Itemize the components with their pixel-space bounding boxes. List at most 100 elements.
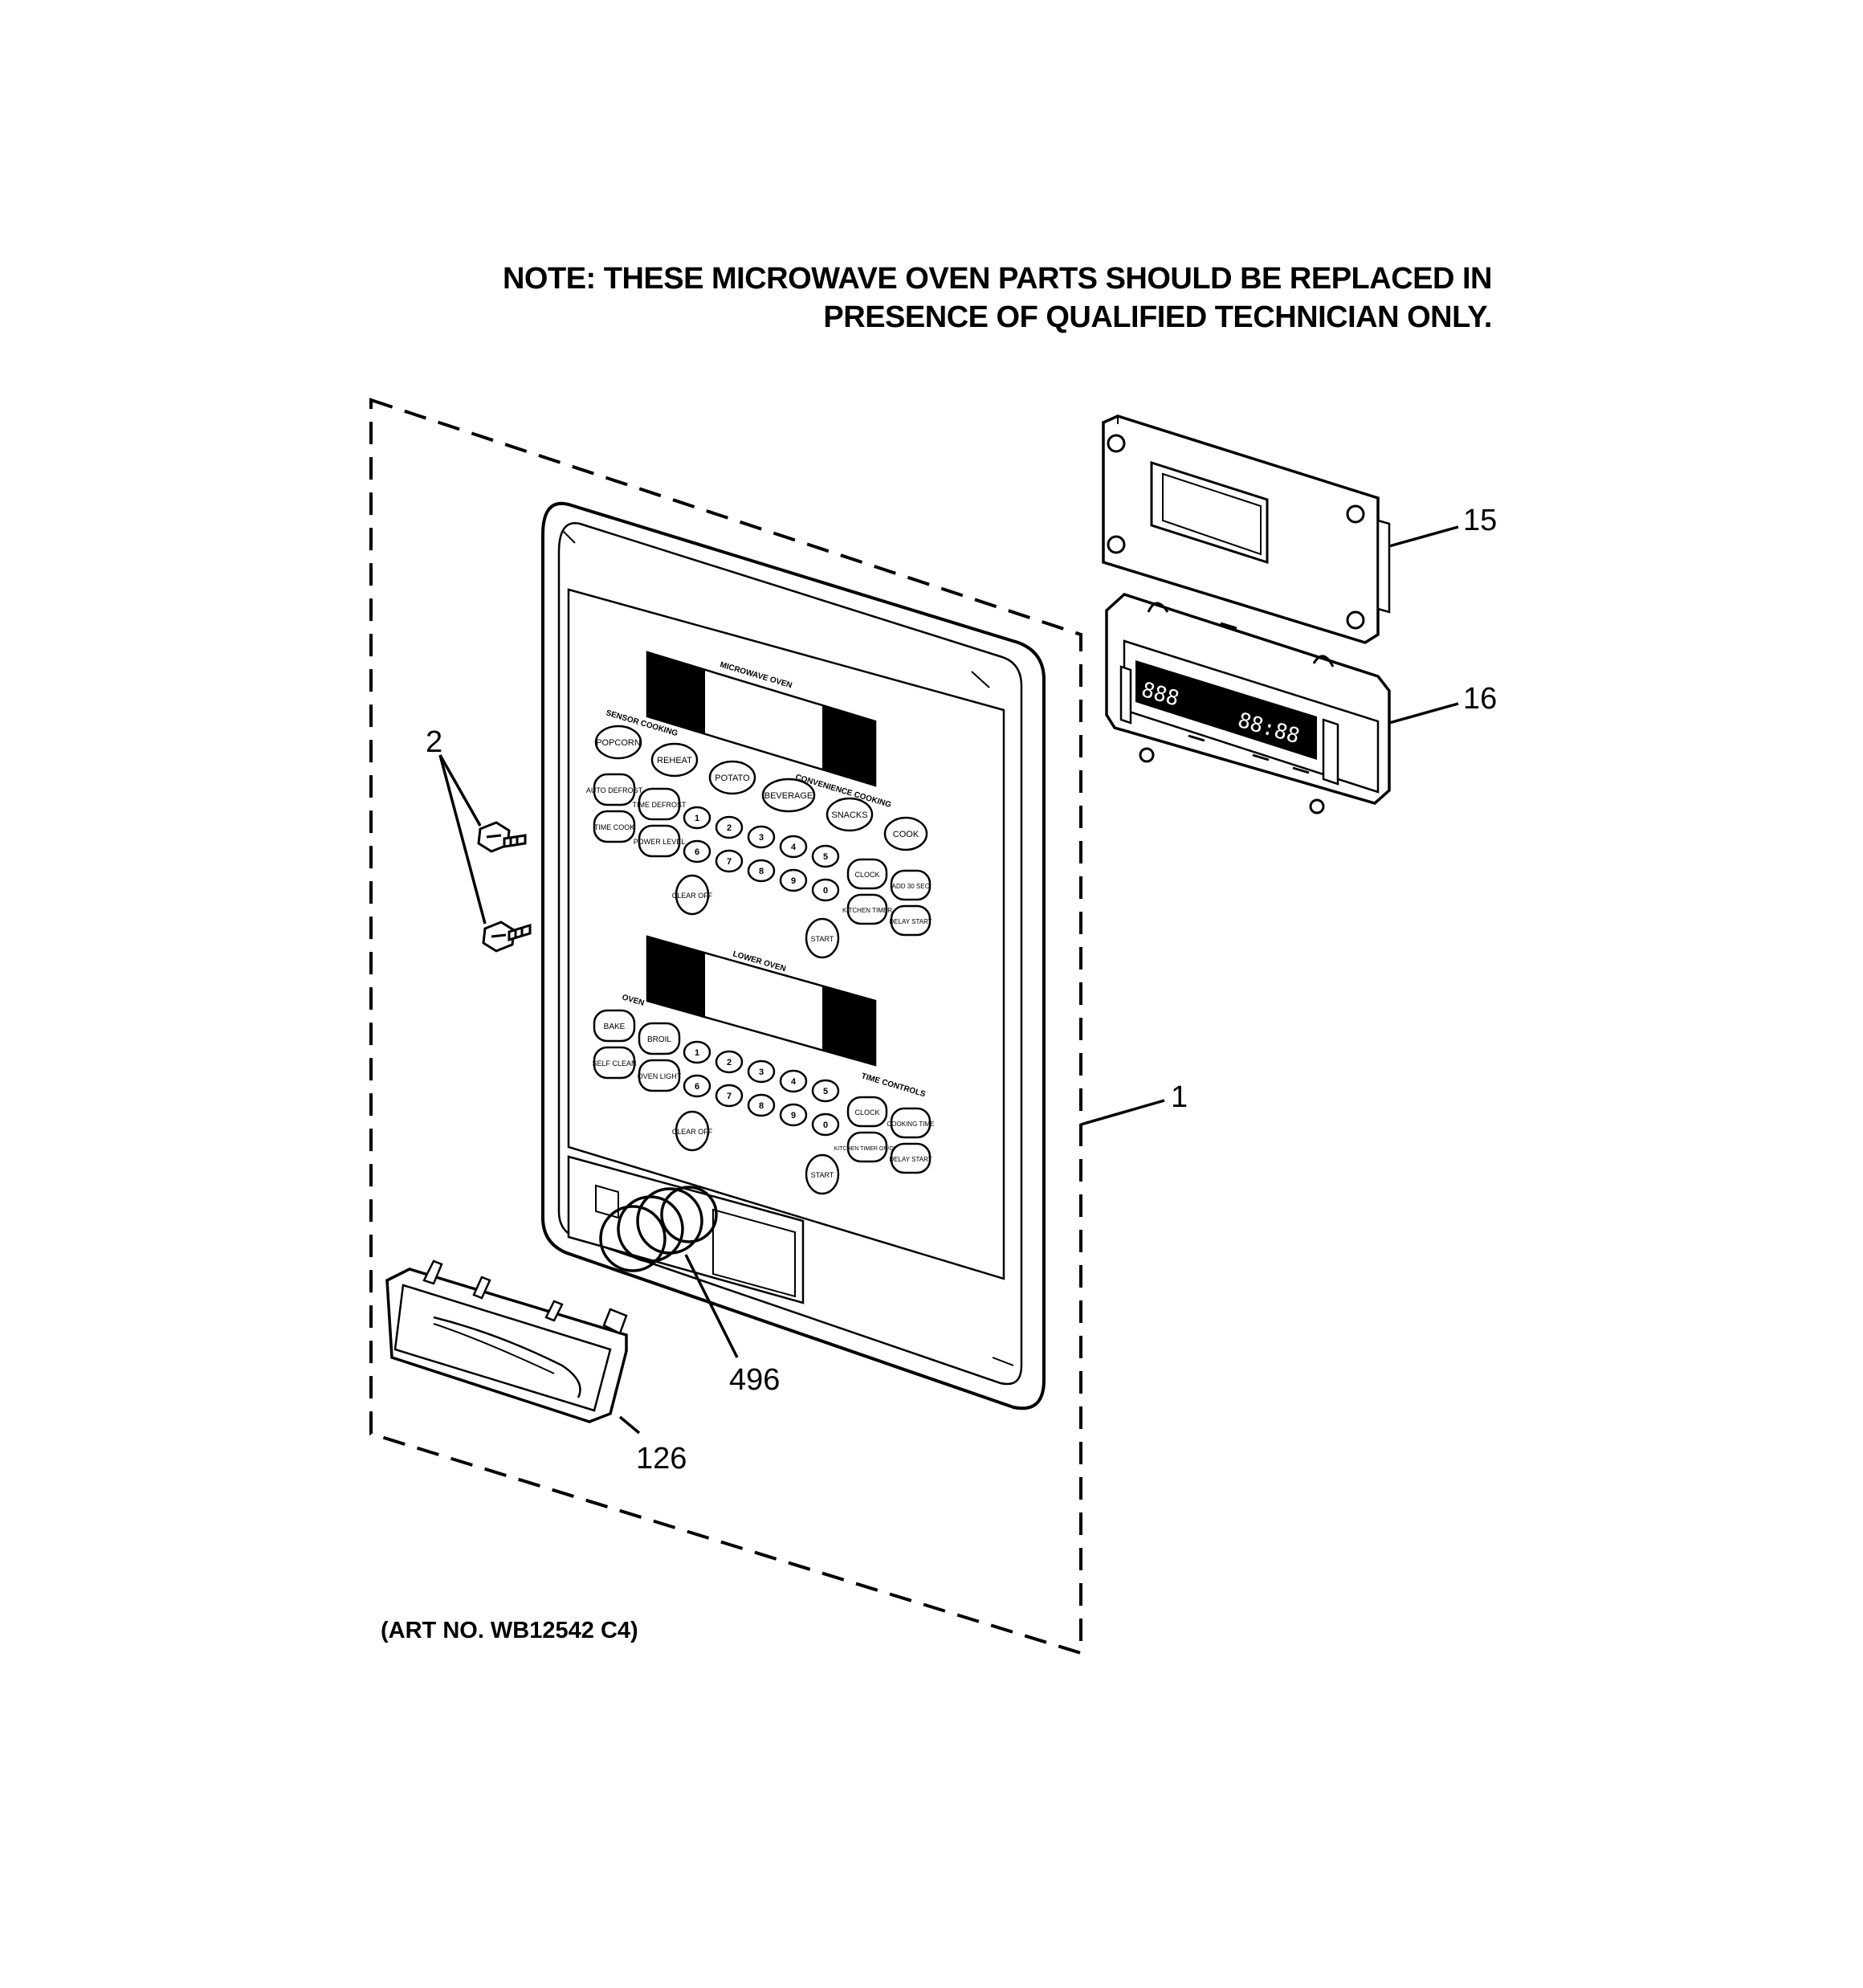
svg-text:REHEAT: REHEAT (657, 756, 692, 765)
callout-16: 16 (1463, 682, 1497, 716)
cooking-time-button[interactable]: COOKING TIME (887, 1107, 935, 1139)
mw-digit-8[interactable]: 8 (747, 859, 776, 883)
oven-digit-1[interactable]: 1 (683, 1040, 711, 1064)
svg-text:6: 6 (695, 1082, 699, 1092)
mw-digit-6[interactable]: 6 (683, 839, 711, 863)
svg-text:DELAY START: DELAY START (889, 918, 932, 925)
svg-text:5: 5 (823, 1087, 828, 1096)
art-number: (ART NO. WB12542 C4) (381, 1618, 638, 1643)
svg-text:3: 3 (759, 833, 764, 843)
svg-text:KITCHEN TIMER ON/OFF: KITCHEN TIMER ON/OFF (834, 1146, 901, 1152)
svg-text:BROIL: BROIL (647, 1035, 671, 1044)
oven-clock-button[interactable]: CLOCK (846, 1096, 888, 1128)
oven-digit-2[interactable]: 2 (715, 1050, 744, 1074)
svg-text:5: 5 (823, 852, 828, 862)
mw-digit-4[interactable]: 4 (779, 835, 808, 859)
oven-digit-8[interactable]: 8 (747, 1093, 776, 1117)
svg-text:COOKING TIME: COOKING TIME (887, 1121, 935, 1128)
broil-button[interactable]: BROIL (638, 1022, 681, 1055)
beverage-button[interactable]: BEVERAGE (761, 778, 816, 813)
svg-text:8: 8 (759, 867, 764, 876)
svg-text:OVEN LIGHT: OVEN LIGHT (638, 1072, 682, 1080)
display-board-cover (1102, 414, 1391, 644)
time-cook-button[interactable]: TIME COOK (593, 810, 636, 843)
svg-text:CLOCK: CLOCK (854, 871, 879, 879)
oven-clear-off-button[interactable]: CLEAR OFF (672, 1110, 713, 1152)
oven-delay-start-button[interactable]: DELAY START (889, 1142, 932, 1174)
svg-text:ADD 30 SEC: ADD 30 SEC (892, 883, 930, 890)
svg-text:4: 4 (791, 843, 797, 852)
cook-button[interactable]: COOK (883, 816, 928, 851)
callout-126: 126 (636, 1442, 687, 1476)
mw-digit-5[interactable]: 5 (811, 844, 840, 868)
auto-defrost-button[interactable]: AUTO DEFROST (586, 773, 643, 806)
note-line-1: NOTE: THESE MICROWAVE OVEN PARTS SHOULD … (502, 262, 1493, 296)
mw-digit-0[interactable]: 0 (811, 878, 840, 902)
mw-kitchen-timer-button[interactable]: KITCHEN TIMER (842, 893, 892, 925)
oven-digit-5[interactable]: 5 (811, 1079, 840, 1103)
oven-digit-0[interactable]: 0 (811, 1112, 840, 1137)
mw-digit-3[interactable]: 3 (747, 825, 776, 849)
add-30-sec-button[interactable]: ADD 30 SEC (890, 869, 932, 901)
svg-text:CLOCK: CLOCK (854, 1108, 879, 1116)
control-panel: MICROWAVE OVEN SENSOR COOKING CONVENIENC… (541, 501, 1046, 1410)
svg-text:9: 9 (791, 876, 796, 886)
svg-text:7: 7 (727, 857, 732, 867)
svg-text:7: 7 (727, 1092, 732, 1101)
bake-button[interactable]: BAKE (593, 1009, 636, 1043)
reheat-button[interactable]: REHEAT (650, 742, 699, 778)
oven-digit-9[interactable]: 9 (779, 1103, 808, 1127)
mw-clock-button[interactable]: CLOCK (846, 858, 888, 890)
svg-text:BEVERAGE: BEVERAGE (764, 791, 813, 801)
oven-digit-7[interactable]: 7 (715, 1084, 744, 1108)
svg-text:1: 1 (695, 1048, 699, 1058)
svg-text:AUTO DEFROST: AUTO DEFROST (586, 786, 643, 794)
svg-text:SELF CLEAN: SELF CLEAN (592, 1059, 636, 1067)
callout-2: 2 (426, 725, 442, 759)
svg-text:COOK: COOK (893, 830, 919, 839)
svg-text:POPCORN: POPCORN (596, 738, 641, 748)
self-clean-button[interactable]: SELF CLEAN (592, 1046, 637, 1080)
svg-text:2: 2 (727, 823, 732, 833)
oven-keypad: BAKE BROIL SELF CLEAN OVEN LIGHT 1 2 3 4 (592, 1009, 935, 1195)
leader-lines (438, 525, 1459, 1435)
svg-text:BAKE: BAKE (604, 1023, 626, 1031)
power-level-button[interactable]: POWER LEVEL (634, 824, 686, 858)
potato-button[interactable]: POTATO (708, 760, 756, 795)
mw-delay-start-button[interactable]: DELAY START (889, 904, 932, 937)
svg-text:KITCHEN TIMER: KITCHEN TIMER (842, 907, 892, 914)
svg-text:START: START (811, 1171, 834, 1179)
svg-text:POWER LEVEL: POWER LEVEL (634, 838, 686, 846)
svg-text:2: 2 (727, 1058, 732, 1067)
spring-rings (599, 1186, 718, 1272)
mw-digit-2[interactable]: 2 (715, 815, 744, 839)
svg-text:TIME COOK: TIME COOK (594, 823, 635, 831)
note-line-2: PRESENCE OF QUALIFIED TECHNICIAN ONLY. (823, 300, 1492, 334)
oven-digit-3[interactable]: 3 (747, 1059, 776, 1084)
mw-digit-7[interactable]: 7 (715, 849, 744, 873)
microwave-keypad: POPCORN REHEAT POTATO BEVERAGE SNACKS (586, 725, 932, 959)
oven-light-button[interactable]: OVEN LIGHT (638, 1059, 682, 1092)
svg-text:1: 1 (695, 814, 699, 823)
svg-text:CLEAR OFF: CLEAR OFF (672, 892, 713, 900)
oven-kitchen-timer-button[interactable]: KITCHEN TIMER ON/OFF (834, 1131, 901, 1163)
svg-text:6: 6 (695, 847, 699, 857)
svg-text:CLEAR OFF: CLEAR OFF (672, 1128, 713, 1136)
callout-15: 15 (1463, 504, 1497, 537)
time-defrost-button[interactable]: TIME DEFROST (633, 787, 687, 821)
oven-digit-4[interactable]: 4 (779, 1069, 808, 1093)
mw-start-button[interactable]: START (805, 917, 840, 959)
svg-text:POTATO: POTATO (715, 774, 750, 783)
oven-digit-6[interactable]: 6 (683, 1074, 711, 1098)
svg-text:9: 9 (791, 1111, 796, 1121)
mw-clear-off-button[interactable]: CLEAR OFF (672, 874, 713, 916)
svg-text:TIME DEFROST: TIME DEFROST (633, 801, 687, 809)
popcorn-button[interactable]: POPCORN (594, 725, 642, 760)
mw-digit-1[interactable]: 1 (683, 806, 711, 830)
snacks-button[interactable]: SNACKS (826, 797, 874, 832)
display-board: 888 88:88 (1105, 593, 1391, 814)
mw-digit-9[interactable]: 9 (779, 868, 808, 892)
oven-start-button[interactable]: START (805, 1153, 840, 1195)
